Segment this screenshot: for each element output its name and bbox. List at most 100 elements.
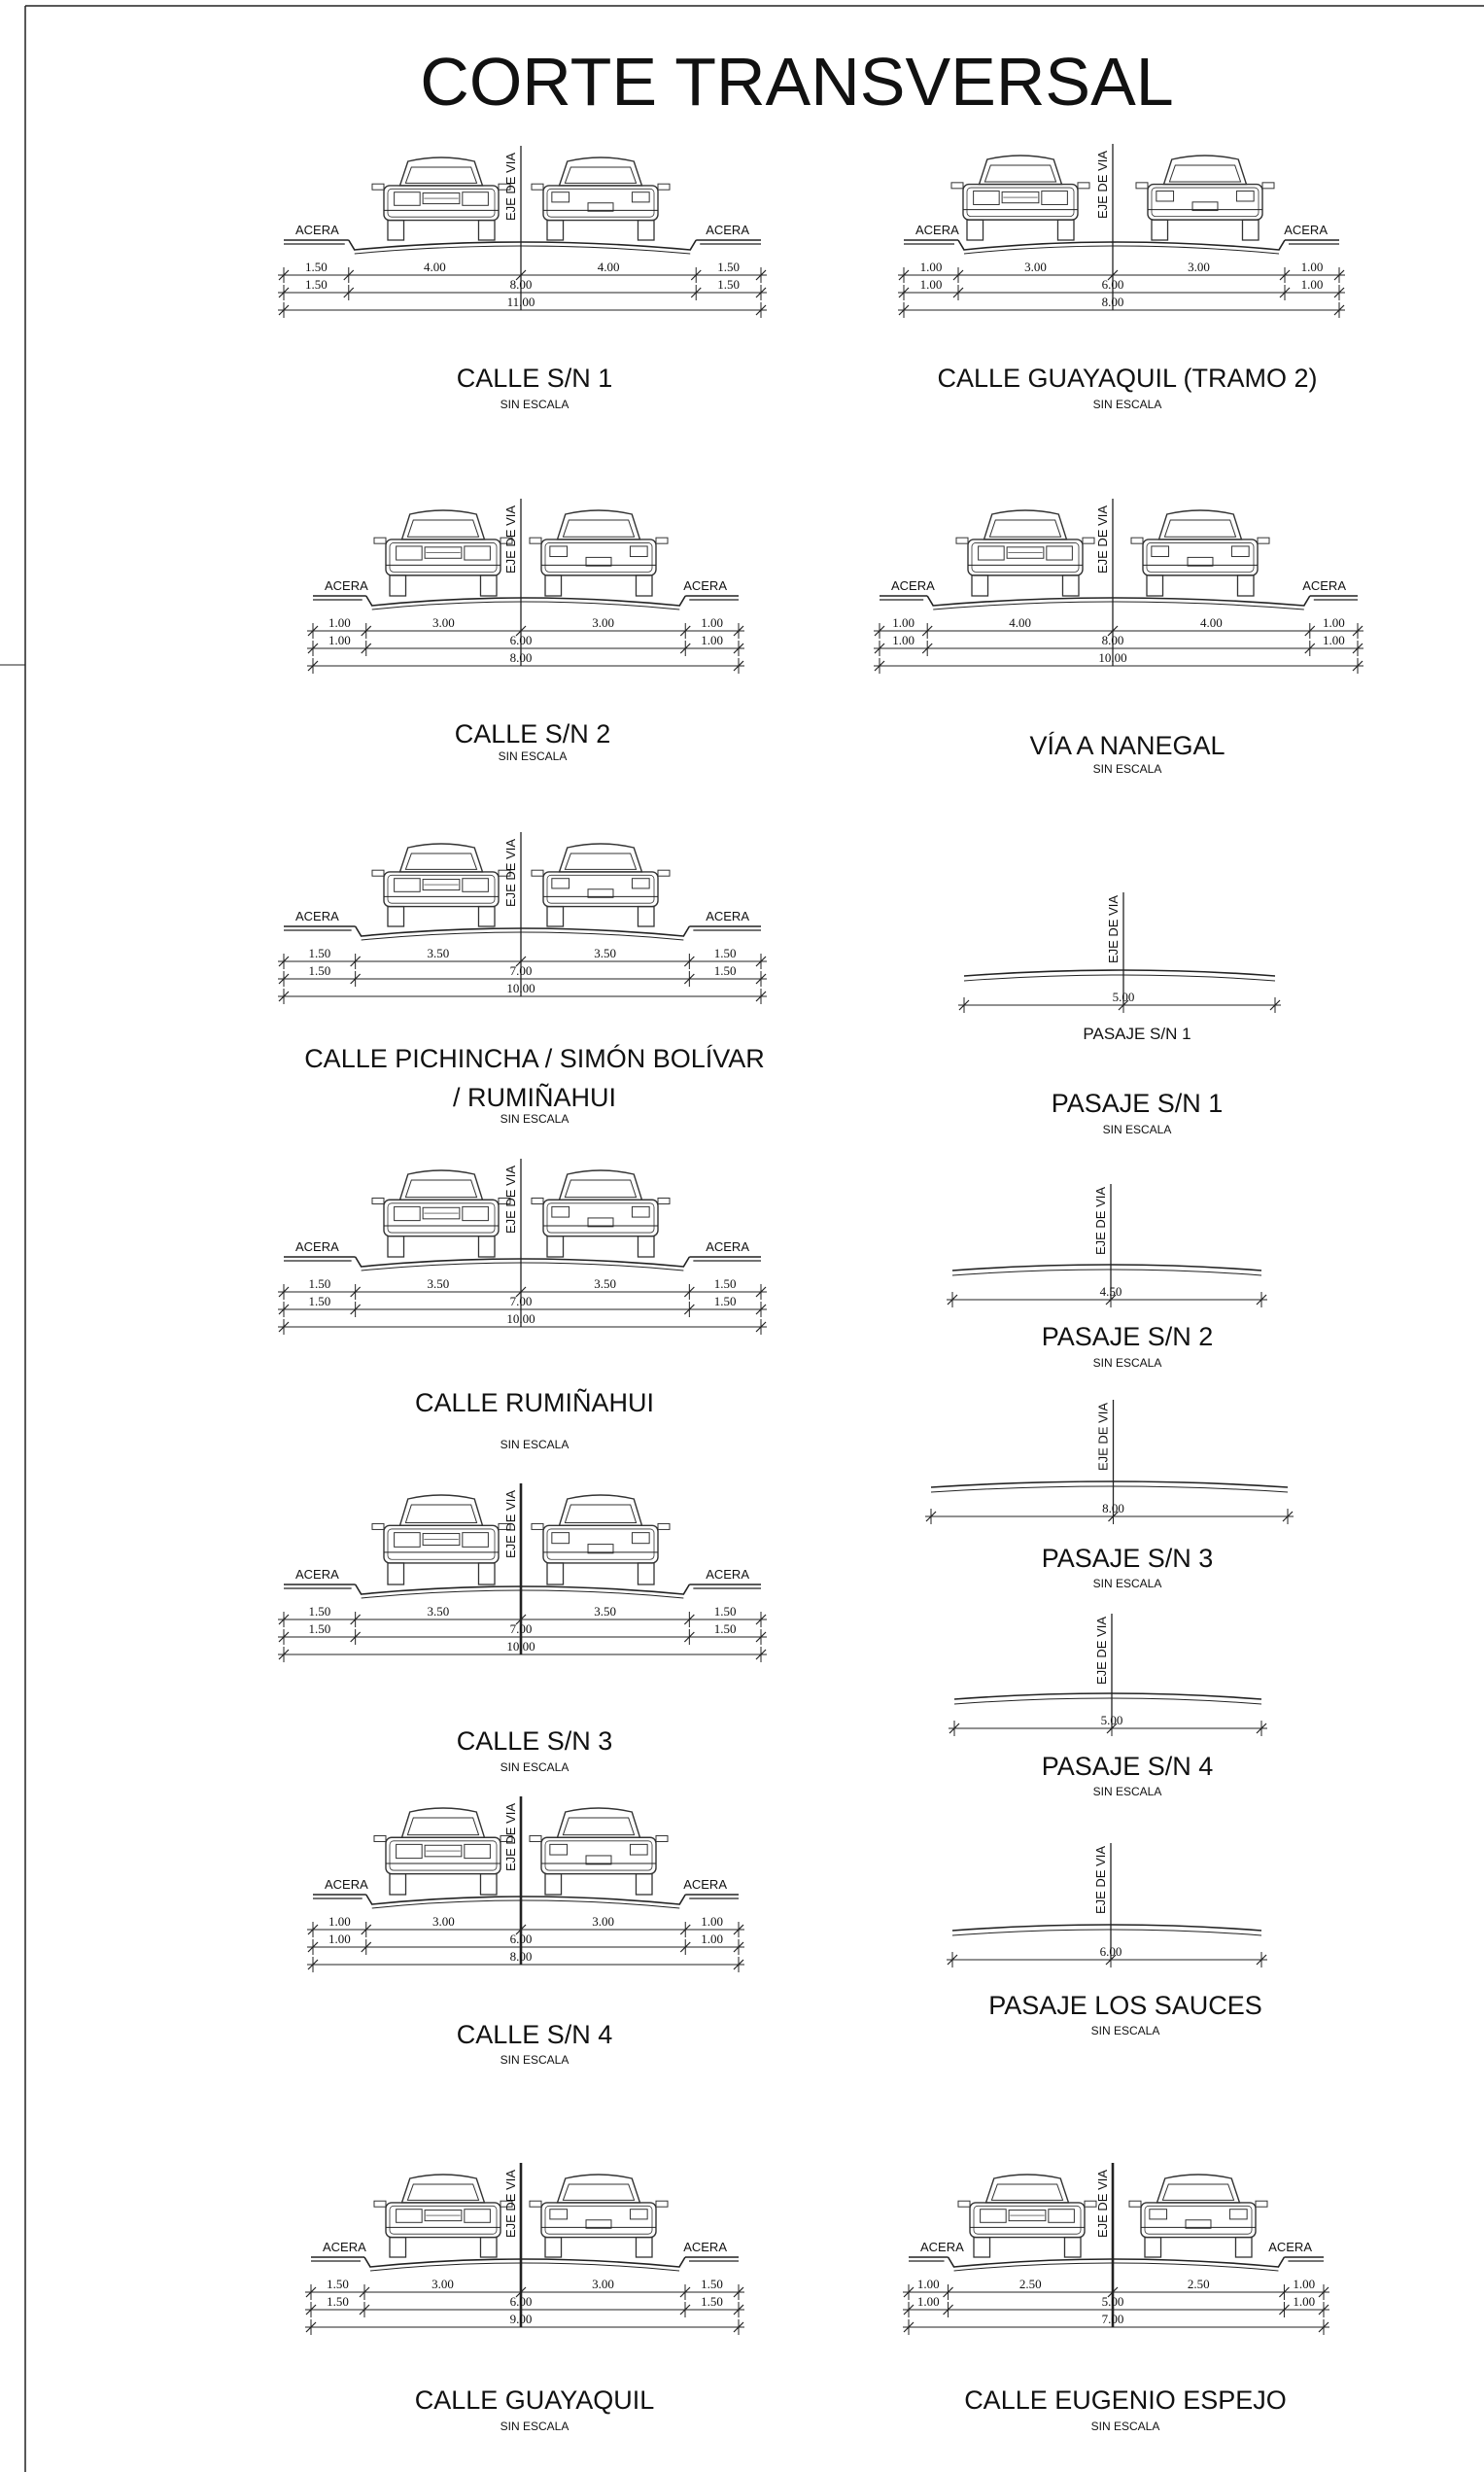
car-taillight — [629, 545, 648, 558]
dim-sidewalk-left: 1.00 — [328, 1914, 351, 1929]
car-headlight — [1046, 545, 1073, 561]
dim-sidewalk-left-2: 1.50 — [305, 277, 328, 292]
car-body — [962, 183, 1079, 221]
dim-roadway: 8.00 — [510, 277, 533, 292]
dim-sidewalk-left-2: 1.00 — [328, 633, 351, 647]
car-wheel — [637, 219, 655, 241]
car-body — [1147, 183, 1263, 221]
car-mirror — [373, 537, 387, 544]
car-mirror — [957, 2200, 971, 2208]
car-headlight — [394, 1532, 421, 1548]
pavement-base — [361, 931, 684, 941]
sidewalk-label-left: ACERA — [295, 223, 339, 237]
car-rear-view — [529, 509, 669, 597]
car-body-inner — [544, 542, 653, 573]
pavement-base — [963, 974, 1276, 982]
pavement-profile — [365, 1894, 686, 1905]
car-mirror — [531, 869, 544, 877]
dim-sidewalk-right-2: 1.50 — [717, 277, 740, 292]
car-body-inner — [387, 1202, 496, 1234]
car-mirror — [498, 183, 511, 191]
car-wheel — [1061, 574, 1080, 597]
car-mirror — [529, 2200, 542, 2208]
axis-label: EJE DE VIA — [503, 153, 518, 221]
car-roof — [398, 843, 484, 873]
car-windshield — [406, 1817, 480, 1836]
sidewalk-label-right: ACERA — [683, 578, 727, 593]
car-taillight — [1156, 191, 1175, 202]
dim-roadway: 7.00 — [510, 1294, 533, 1308]
section-title: CALLE EUGENIO ESPEJO — [964, 2385, 1287, 2415]
dim-sidewalk-left: 1.00 — [328, 615, 351, 630]
dim-lane-right: 4.00 — [598, 260, 620, 274]
car-mirror — [1084, 2200, 1097, 2208]
car-taillight — [551, 1532, 570, 1545]
car-mirror — [371, 869, 385, 877]
car-wheel — [389, 2236, 407, 2258]
dim-total: 8.00 — [510, 650, 533, 665]
car-body — [967, 539, 1084, 576]
car-taillight — [551, 878, 570, 889]
sidewalk-label-right: ACERA — [706, 909, 749, 923]
car-mirror — [657, 183, 671, 191]
car-wheel — [387, 219, 405, 241]
sidewalk-label-right: ACERA — [683, 1877, 727, 1892]
car-rear-view — [531, 1494, 671, 1585]
car-wheel — [387, 1562, 405, 1585]
section-title: CALLE GUAYAQUIL — [415, 2385, 655, 2415]
scale-note: SIN ESCALA — [500, 398, 569, 411]
car-grille — [422, 1206, 461, 1220]
pavement-profile — [947, 2256, 1286, 2268]
pavement-base — [953, 1697, 1262, 1705]
section-title: CALLE GUAYAQUIL (TRAMO 2) — [937, 364, 1317, 393]
car-rear-view — [529, 1807, 669, 1896]
car-body — [969, 2202, 1086, 2239]
car-mirror — [371, 183, 385, 191]
axis-label: EJE DE VIA — [1093, 1187, 1108, 1255]
car-headlight — [394, 878, 421, 892]
car-taillight — [1149, 2209, 1168, 2220]
dim-sidewalk-left: 1.50 — [308, 1276, 330, 1291]
pavement-base — [933, 601, 1304, 610]
car-wheel — [477, 1562, 496, 1585]
sidewalk-label-left: ACERA — [295, 909, 339, 923]
car-taillight — [631, 1532, 650, 1545]
pavement-base — [930, 1485, 1289, 1493]
car-body-inner — [387, 1528, 496, 1560]
car-mirror — [529, 537, 542, 544]
car-wheel — [477, 219, 496, 241]
car-windshield — [564, 166, 638, 184]
dim-sidewalk-right-2: 1.00 — [701, 1932, 723, 1946]
car-mirror — [657, 869, 671, 877]
car-mirror — [1255, 2200, 1268, 2208]
car-rear-view — [531, 1169, 671, 1258]
dim-total: 5.00 — [1101, 1713, 1123, 1727]
pavement-profile — [930, 1480, 1289, 1488]
car-wheel — [546, 905, 565, 927]
car-plate — [587, 1544, 614, 1554]
car-mirror — [500, 1834, 513, 1842]
dim-lane-left: 3.00 — [432, 615, 455, 630]
sidewalk-label-right: ACERA — [706, 1567, 749, 1582]
dim-sidewalk-right-2: 1.50 — [714, 1294, 737, 1308]
dim-lane-left: 3.50 — [427, 1604, 449, 1619]
car-wheel — [389, 574, 407, 597]
dim-lane-right: 3.00 — [592, 615, 614, 630]
car-taillight — [549, 2209, 569, 2220]
car-roof — [1162, 155, 1248, 186]
car-wheel — [637, 1562, 655, 1585]
car-grille — [424, 2210, 463, 2222]
dim-sidewalk-left-2: 1.00 — [892, 633, 915, 647]
car-headlight — [462, 1532, 489, 1548]
car-mirror — [1135, 182, 1149, 190]
car-wheel — [387, 905, 405, 927]
car-mirror — [657, 1522, 671, 1530]
car-mirror — [498, 869, 511, 877]
car-body — [540, 2202, 657, 2239]
car-windshield — [1161, 2183, 1235, 2201]
car-wheel — [1236, 574, 1255, 597]
dim-sidewalk-left-2: 1.00 — [920, 277, 943, 292]
car-plate — [1187, 556, 1214, 567]
